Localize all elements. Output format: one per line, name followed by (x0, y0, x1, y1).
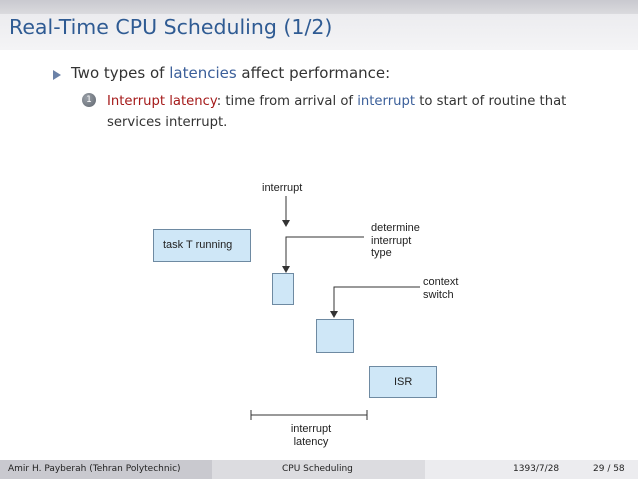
item-highlight: interrupt (357, 94, 416, 109)
item-term: Interrupt latency (107, 94, 217, 109)
latency-label: interrupt latency (285, 423, 337, 448)
bullet-highlight: latencies (169, 64, 237, 82)
determine-arrow (282, 236, 364, 273)
item-number-badge: 1 (82, 93, 96, 107)
bullet-suffix: affect performance: (236, 64, 391, 82)
determine-label-line-3: type (371, 247, 392, 259)
latency-label-line-2: latency (293, 435, 329, 448)
context-switch-label: context switch (423, 276, 458, 301)
footer-title-section: CPU Scheduling (212, 460, 425, 479)
top-navigation-bar (0, 0, 638, 14)
task-running-label: task T running (163, 239, 233, 251)
interrupt-label: interrupt (262, 182, 303, 194)
context-switch-arrow (330, 286, 420, 318)
isr-label: ISR (394, 376, 413, 388)
footer-author-section: Amir H. Payberah (Tehran Polytechnic) (0, 460, 212, 479)
item-text-b: to start of routine that services interr… (107, 94, 567, 130)
context-label-line-1: context (423, 276, 459, 288)
footer-page-number: 29 / 58 (593, 464, 625, 474)
title-bar (0, 14, 638, 50)
bullet-text: Two types of latencies affect performanc… (71, 64, 390, 82)
determine-label-line-1: determine (371, 222, 420, 234)
determine-step-box (272, 273, 294, 305)
footer-date-section: 1393/7/28 29 / 58 (425, 460, 638, 479)
bullet-arrow-icon (53, 70, 61, 80)
context-switch-box (316, 319, 354, 353)
latency-label-line-1: interrupt (290, 423, 332, 435)
item-text: Interrupt latency: time from arrival of … (107, 91, 607, 133)
isr-box (369, 366, 437, 398)
footer-author: Amir H. Payberah (Tehran Polytechnic) (8, 464, 181, 474)
footer-date: 1393/7/28 (513, 464, 560, 474)
context-label-line-2: switch (423, 288, 454, 301)
determine-label: determine interrupt type (371, 222, 420, 260)
determine-label-line-2: interrupt (371, 234, 412, 247)
bullet-prefix: Two types of (71, 64, 170, 82)
slide-title: Real-Time CPU Scheduling (1/2) (9, 15, 333, 39)
item-text-a: : time from arrival of (216, 94, 358, 109)
footer: Amir H. Payberah (Tehran Polytechnic) CP… (0, 460, 638, 479)
task-running-box (153, 229, 251, 262)
footer-course: CPU Scheduling (282, 464, 353, 474)
